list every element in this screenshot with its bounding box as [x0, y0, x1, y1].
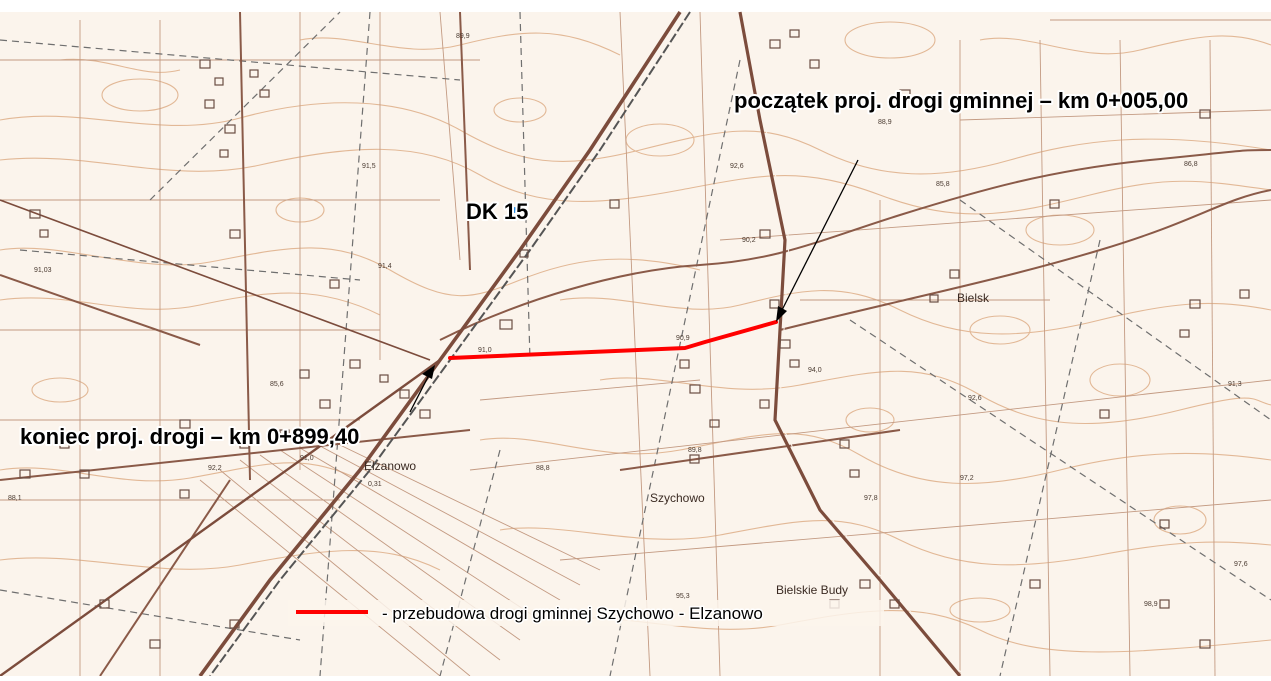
end-label-halo: koniec proj. drogi – km 0+899,40 — [20, 424, 359, 449]
west-road — [0, 199, 431, 361]
top-margin — [0, 0, 1271, 12]
spot-height: 97,6 — [1234, 561, 1248, 568]
spot-height: 0,31 — [368, 481, 382, 488]
spot-height: 91,5 — [362, 163, 376, 170]
legend: - przebudowa drogi gminnej Szychowo - El… — [288, 600, 884, 626]
spot-height: 95,3 — [676, 593, 690, 600]
spot-height: 92,6 — [730, 163, 744, 170]
spot-height: 91,3 — [1228, 381, 1242, 388]
spot-height: 90,9 — [676, 335, 690, 342]
start-arrow — [776, 159, 859, 322]
end-annotation: koniec proj. drogi – km 0+899,40 koniec … — [18, 422, 361, 451]
spot-height: 91,4 — [378, 263, 392, 270]
place-name-bielsk: Bielsk — [957, 291, 990, 305]
dk15-label-halo: DK 15 — [466, 199, 528, 224]
spot-height: 88,9 — [878, 119, 892, 126]
main-road-inner — [743, 11, 965, 677]
spot-height: 91,0 — [300, 455, 314, 462]
spot-height: 92,2 — [208, 465, 222, 472]
spot-height: 88,8 — [536, 465, 550, 472]
legend-text: - przebudowa drogi gminnej Szychowo - El… — [382, 604, 763, 623]
spot-height: 88,1 — [8, 495, 22, 502]
spot-height: 97,8 — [864, 495, 878, 502]
main-road — [738, 11, 962, 678]
project-road-line — [448, 320, 778, 360]
building-symbols — [19, 29, 1250, 649]
legend-background — [288, 600, 884, 626]
place-name-elzanowo: Elzanowo — [364, 459, 416, 473]
spot-heights: 91,0 90,9 91,4 94,0 92,6 90,2 89,8 88,8 … — [8, 33, 1248, 608]
dk15-marker-icon — [511, 207, 517, 213]
place-name-szychowo: Szychowo — [650, 491, 705, 505]
dk15-label: DK 15 — [466, 199, 528, 224]
end-label: koniec proj. drogi – km 0+899,40 — [20, 424, 359, 449]
spot-height: 91,03 — [34, 267, 52, 274]
start-annotation: początek proj. drogi gminnej – km 0+005,… — [732, 86, 1190, 115]
spot-height: 97,2 — [960, 475, 974, 482]
spot-height: 90,2 — [742, 237, 756, 244]
end-arrow — [409, 365, 435, 413]
spot-height: 89,8 — [688, 447, 702, 454]
spot-height: 86,8 — [1184, 161, 1198, 168]
parcel-boundaries — [0, 11, 1271, 677]
diagonal-road — [0, 359, 441, 677]
spot-height: 91,0 — [478, 347, 492, 354]
place-name-bielskie-budy: Bielskie Budy — [776, 583, 848, 597]
road-network — [0, 11, 1271, 677]
spot-height: 89,9 — [456, 33, 470, 40]
spot-height: 98,9 — [1144, 601, 1158, 608]
legend-text-halo: - przebudowa drogi gminnej Szychowo - El… — [382, 604, 763, 623]
spot-height: 85,8 — [936, 181, 950, 188]
spot-height: 92,6 — [968, 395, 982, 402]
dk15-annotation: DK 15 DK 15 — [464, 197, 530, 226]
start-label-halo: początek proj. drogi gminnej – km 0+005,… — [734, 88, 1188, 113]
spot-height: 94,0 — [808, 367, 822, 374]
contour-lines — [0, 21, 1271, 653]
start-label: początek proj. drogi gminnej – km 0+005,… — [734, 88, 1188, 113]
spot-height: 85,6 — [270, 381, 284, 388]
